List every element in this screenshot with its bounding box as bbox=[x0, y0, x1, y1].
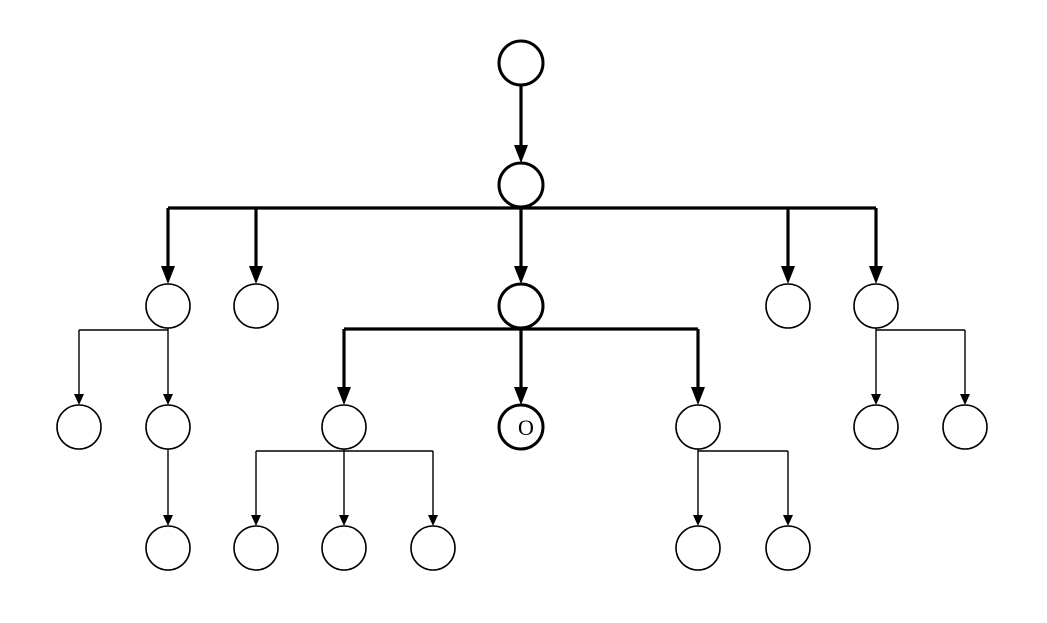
arrowhead-c3-c3b bbox=[783, 515, 793, 526]
node-circle bbox=[56, 404, 102, 450]
connector-c1 bbox=[251, 449, 438, 526]
node-circle bbox=[765, 283, 811, 329]
node-circle bbox=[675, 525, 721, 571]
connector-root bbox=[514, 85, 528, 163]
node-circle bbox=[765, 525, 811, 571]
arrowhead-a-a2 bbox=[163, 394, 173, 405]
arrowhead-a2-a2x bbox=[163, 515, 173, 526]
tree-node-n1 bbox=[497, 161, 545, 209]
arrowhead-c-c1 bbox=[337, 387, 351, 405]
tree-node-e1 bbox=[853, 404, 899, 450]
tree-node-e bbox=[853, 283, 899, 329]
arrowhead-c3-c3a bbox=[693, 515, 703, 526]
node-circle bbox=[675, 404, 721, 450]
tree-node-a2 bbox=[145, 404, 191, 450]
connector-n1 bbox=[161, 206, 883, 284]
tree-node-root bbox=[497, 39, 545, 87]
node-circle bbox=[497, 161, 545, 209]
node-circle bbox=[497, 39, 545, 87]
connector-c3 bbox=[693, 449, 793, 526]
node-circle bbox=[321, 525, 367, 571]
nodes-layer: O bbox=[56, 39, 988, 571]
arrowhead-n1-a bbox=[161, 266, 175, 284]
tree-node-c1a bbox=[233, 525, 279, 571]
tree-node-c3a bbox=[675, 525, 721, 571]
tree-node-c1c bbox=[410, 525, 456, 571]
node-circle bbox=[145, 525, 191, 571]
arrowhead-root-n1 bbox=[514, 145, 528, 163]
node-circle bbox=[145, 404, 191, 450]
arrowhead-a-a1 bbox=[74, 394, 84, 405]
tree-node-e2 bbox=[942, 404, 988, 450]
node-circle bbox=[145, 283, 191, 329]
arrowhead-e-e1 bbox=[871, 394, 881, 405]
arrowhead-n1-d bbox=[781, 266, 795, 284]
arrowhead-c-c2 bbox=[514, 387, 528, 405]
tree-node-b bbox=[233, 283, 279, 329]
connector-c bbox=[337, 327, 705, 405]
node-label: O bbox=[518, 415, 534, 440]
tree-node-c bbox=[497, 282, 545, 330]
node-circle bbox=[853, 283, 899, 329]
tree-node-a2x bbox=[145, 525, 191, 571]
tree-node-d bbox=[765, 283, 811, 329]
tree-node-a1 bbox=[56, 404, 102, 450]
arrowhead-n1-b bbox=[249, 266, 263, 284]
tree-node-c3 bbox=[675, 404, 721, 450]
node-circle bbox=[853, 404, 899, 450]
tree-node-c1 bbox=[321, 404, 367, 450]
node-circle bbox=[497, 282, 545, 330]
tree-node-c2: O bbox=[497, 403, 545, 451]
tree-node-c1b bbox=[321, 525, 367, 571]
node-circle bbox=[497, 403, 545, 451]
arrowhead-c1-c1b bbox=[339, 515, 349, 526]
node-circle bbox=[233, 525, 279, 571]
arrowhead-c1-c1c bbox=[428, 515, 438, 526]
node-circle bbox=[942, 404, 988, 450]
arrowhead-n1-c bbox=[514, 266, 528, 284]
node-circle bbox=[233, 283, 279, 329]
connector-a bbox=[74, 328, 173, 405]
arrowhead-e-e2 bbox=[960, 394, 970, 405]
arrowhead-c-c3 bbox=[691, 387, 705, 405]
node-circle bbox=[410, 525, 456, 571]
tree-node-a bbox=[145, 283, 191, 329]
arrowhead-c1-c1a bbox=[251, 515, 261, 526]
connector-e bbox=[871, 328, 970, 405]
arrowhead-n1-e bbox=[869, 266, 883, 284]
tree-node-c3b bbox=[765, 525, 811, 571]
node-circle bbox=[321, 404, 367, 450]
connector-a2 bbox=[163, 449, 173, 526]
